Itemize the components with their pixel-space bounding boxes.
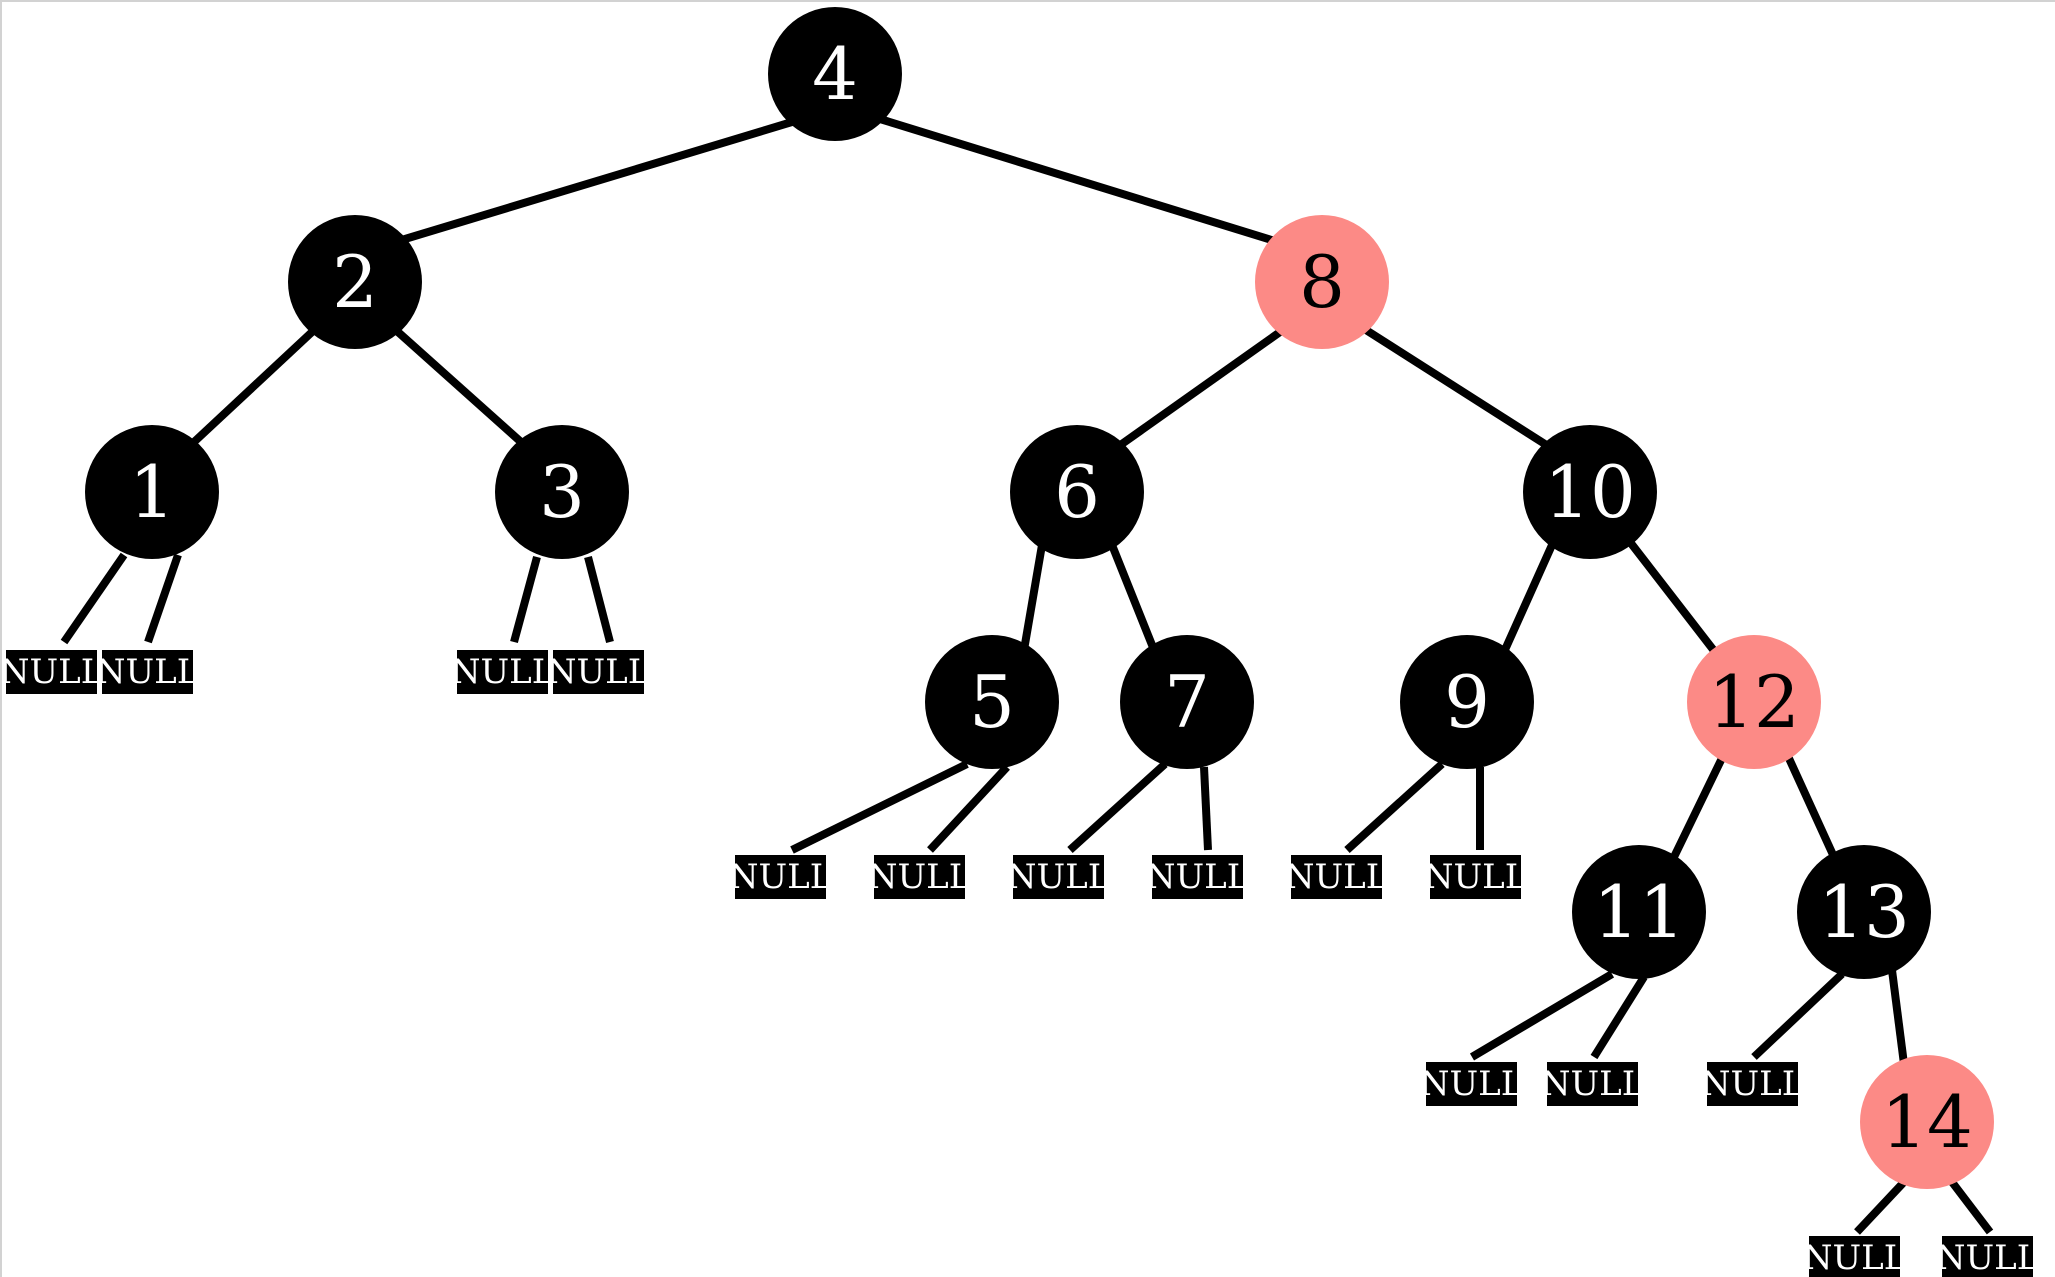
tree-null-leaf-label: NULL [1540, 1064, 1645, 1104]
tree-edge [1888, 969, 1908, 1065]
tree-null-leaf-label: NULL [1935, 1238, 2040, 1277]
tree-node-11[interactable]: 11 [1572, 845, 1706, 979]
tree-node-9[interactable]: 9 [1400, 635, 1534, 769]
tree-node-label: 2 [332, 240, 378, 324]
tree-null-leaf: NULL [868, 855, 971, 899]
tree-edge [878, 115, 1280, 246]
tree-node-label: 9 [1444, 660, 1490, 744]
tree-node-10[interactable]: 10 [1523, 425, 1657, 559]
tree-null-leaf: NULL [1146, 855, 1249, 899]
tree-node-3[interactable]: 3 [495, 425, 629, 559]
tree-edge [395, 329, 524, 445]
tree-node-12[interactable]: 12 [1687, 635, 1821, 769]
tree-edge [1200, 766, 1212, 851]
tree-node-2[interactable]: 2 [288, 215, 422, 349]
tree-null-leaf: NULL [1803, 1236, 1906, 1277]
tree-null-leaf-label: NULL [1423, 857, 1528, 897]
tree-node-label: 3 [539, 450, 585, 534]
tree-node-label: 13 [1818, 870, 1910, 954]
tree-null-leaf-label: NULL [1145, 857, 1250, 897]
tree-null-leaf-label: NULL [95, 652, 200, 692]
tree-edge [1363, 326, 1551, 450]
tree-null-leaf: NULL [1007, 855, 1110, 899]
tree-null-leaf-label: NULL [1419, 1064, 1524, 1104]
tree-edge [144, 553, 182, 644]
tree-node-6[interactable]: 6 [1010, 425, 1144, 559]
tree-node-label: 8 [1299, 240, 1345, 324]
tree-edge [584, 555, 614, 644]
tree-edge [1590, 974, 1648, 1060]
tree-null-leaf: NULL [1285, 855, 1388, 899]
tree-node-label: 14 [1881, 1080, 1973, 1164]
tree-edge [927, 764, 1010, 853]
tree-edge [1344, 761, 1445, 853]
tree-edge [1783, 752, 1838, 859]
tree-edge [1116, 328, 1283, 450]
tree-null-leaf: NULL [1420, 1062, 1523, 1106]
tree-node-14[interactable]: 14 [1860, 1055, 1994, 1189]
tree-null-leaf-label: NULL [867, 857, 972, 897]
tree-null-leaf-label: NULL [546, 652, 651, 692]
tree-null-leaf-label: NULL [1284, 857, 1389, 897]
tree-edge [1469, 970, 1615, 1061]
tree-node-8[interactable]: 8 [1255, 215, 1389, 349]
tree-edge [510, 555, 541, 644]
tree-edge [191, 329, 315, 445]
tree-node-label: 11 [1593, 870, 1685, 954]
tree-edge [1670, 752, 1728, 859]
tree-null-leaf: NULL [729, 855, 832, 899]
tree-null-leaf-label: NULL [450, 652, 555, 692]
tree-node-13[interactable]: 13 [1797, 845, 1931, 979]
tree-node-7[interactable]: 7 [1120, 635, 1254, 769]
tree-null-leaf-label: NULL [1006, 857, 1111, 897]
tree-null-leaf: NULL [1424, 855, 1527, 899]
tree-node-label: 6 [1054, 450, 1100, 534]
tree-edge [1500, 543, 1556, 654]
tree-null-leaf: NULL [1936, 1236, 2039, 1277]
tree-null-leaf-label: NULL [728, 857, 833, 897]
tree-edge [1067, 761, 1168, 853]
tree-edge [1108, 543, 1158, 652]
tree-null-leaf: NULL [1541, 1062, 1644, 1106]
tree-edge [393, 118, 794, 246]
tree-null-leaf: NULL [451, 650, 554, 694]
tree-edge [1751, 971, 1845, 1060]
tree-edge [60, 552, 128, 645]
tree-null-leaf: NULL [1701, 1062, 1804, 1106]
tree-node-label: 1 [129, 450, 175, 534]
tree-null-leaf-label: NULL [1802, 1238, 1907, 1277]
tree-edge [1948, 1179, 1994, 1235]
tree-node-label: 7 [1164, 660, 1210, 744]
tree-null-leaf: NULL [2, 650, 103, 694]
tree-null-leaf: NULL [96, 650, 199, 694]
tree-node-label: 10 [1544, 450, 1636, 534]
tree-node-1[interactable]: 1 [85, 425, 219, 559]
tree-edge [1854, 1179, 1907, 1235]
tree-node-4[interactable]: 4 [768, 7, 902, 141]
tree-node-5[interactable]: 5 [925, 635, 1059, 769]
tree-edge [1020, 544, 1046, 651]
tree-edge [1626, 539, 1719, 655]
tree-edge [790, 760, 969, 854]
tree-node-label: 12 [1708, 660, 1800, 744]
tree-node-label: 4 [812, 32, 858, 116]
tree-null-leaf: NULL [547, 650, 650, 694]
tree-null-leaf-label: NULL [0, 652, 104, 692]
tree-null-leaf-label: NULL [1700, 1064, 1805, 1104]
tree-node-label: 5 [969, 660, 1015, 744]
